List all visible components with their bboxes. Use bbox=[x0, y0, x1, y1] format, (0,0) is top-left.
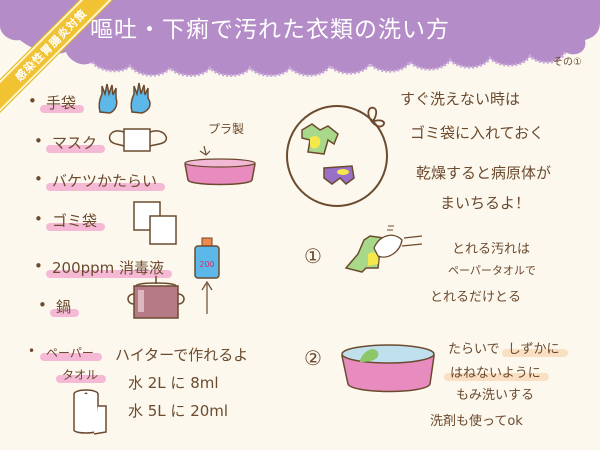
step1-line2: ペーパータオルで bbox=[448, 264, 536, 277]
supply-label: 200ppm 消毒液 bbox=[45, 257, 173, 278]
trash-bag-icon bbox=[133, 201, 177, 245]
supply-item-paper-towel: • ペーパー bbox=[28, 344, 102, 361]
page-title: 嘔吐・下痢で汚れた衣類の洗い方 bbox=[90, 17, 450, 43]
intro-line3: 乾燥すると病原体が bbox=[416, 164, 552, 182]
step2-line4: 洗剤も使ってok bbox=[430, 414, 523, 429]
intro-line2: ゴミ袋に入れておく bbox=[410, 124, 545, 142]
supply-label: バケツかたらい bbox=[45, 170, 166, 191]
supply-item-pot: • 鍋 bbox=[38, 296, 80, 317]
wiping-paper-towel-icon bbox=[344, 225, 423, 273]
supply-label-line1: ペーパー bbox=[40, 344, 102, 361]
supply-item-gloves: • 手袋 bbox=[28, 92, 85, 113]
gloves-icon bbox=[98, 82, 151, 114]
bleach-note-line1: ハイターで作れるよ bbox=[115, 346, 249, 364]
step2-line3: もみ洗いする bbox=[456, 388, 535, 403]
step1-line3: とれるだけとる bbox=[430, 290, 522, 305]
washing-basin-icon bbox=[341, 344, 435, 393]
supply-label: ゴミ袋 bbox=[45, 210, 106, 231]
bullet: • bbox=[34, 132, 43, 150]
bullet: • bbox=[38, 296, 47, 314]
pot-icon bbox=[127, 276, 185, 319]
step2-line2: はねないように bbox=[444, 362, 549, 381]
bullet: • bbox=[28, 344, 36, 358]
bottle-label: 200 bbox=[199, 260, 214, 269]
mask-icon bbox=[108, 128, 168, 152]
bullet: • bbox=[34, 257, 43, 275]
header-banner bbox=[0, 0, 600, 77]
tied-bag-with-clothes-icon bbox=[286, 105, 388, 207]
bullet: • bbox=[34, 210, 43, 228]
bleach-note-line2: 水 2L に 8ml bbox=[128, 374, 219, 392]
step1-line1: とれる汚れは bbox=[452, 242, 531, 257]
supply-label: マスク bbox=[45, 132, 106, 153]
step2-number: ② bbox=[304, 346, 322, 370]
page-marker: その① bbox=[553, 57, 582, 68]
step2-line2-text: はねないように bbox=[444, 362, 549, 381]
supply-item-mask: • マスク bbox=[34, 132, 106, 153]
bullet: • bbox=[28, 92, 37, 110]
intro-line1: すぐ洗えない時は bbox=[400, 90, 521, 108]
bleach-note-line3: 水 5L に 20ml bbox=[128, 402, 229, 420]
basin-icon bbox=[184, 145, 256, 186]
supply-label: 手袋 bbox=[39, 92, 85, 113]
supply-item-bucket: • バケツかたらい bbox=[34, 170, 166, 191]
step2-line1a: たらいで bbox=[448, 342, 500, 357]
intro-line4: まいちるよ！ bbox=[440, 194, 531, 212]
supply-label: 鍋 bbox=[49, 296, 80, 317]
bullet: • bbox=[34, 170, 43, 188]
supply-label-line2: タオル bbox=[55, 366, 107, 383]
step2-line1: たらいで しずかに bbox=[448, 338, 568, 357]
supply-item-trash-bag: • ゴミ袋 bbox=[34, 210, 106, 231]
disinfectant-bottle-icon: 200 bbox=[194, 237, 220, 314]
basin-material-note: プラ製 bbox=[208, 122, 245, 136]
step2-line1b: しずかに bbox=[501, 338, 568, 357]
supply-item-paper-towel-line2: タオル bbox=[55, 366, 107, 383]
paper-towel-icon bbox=[73, 389, 107, 435]
supply-item-disinfectant: • 200ppm 消毒液 bbox=[34, 257, 173, 278]
step1-number: ① bbox=[304, 244, 322, 268]
